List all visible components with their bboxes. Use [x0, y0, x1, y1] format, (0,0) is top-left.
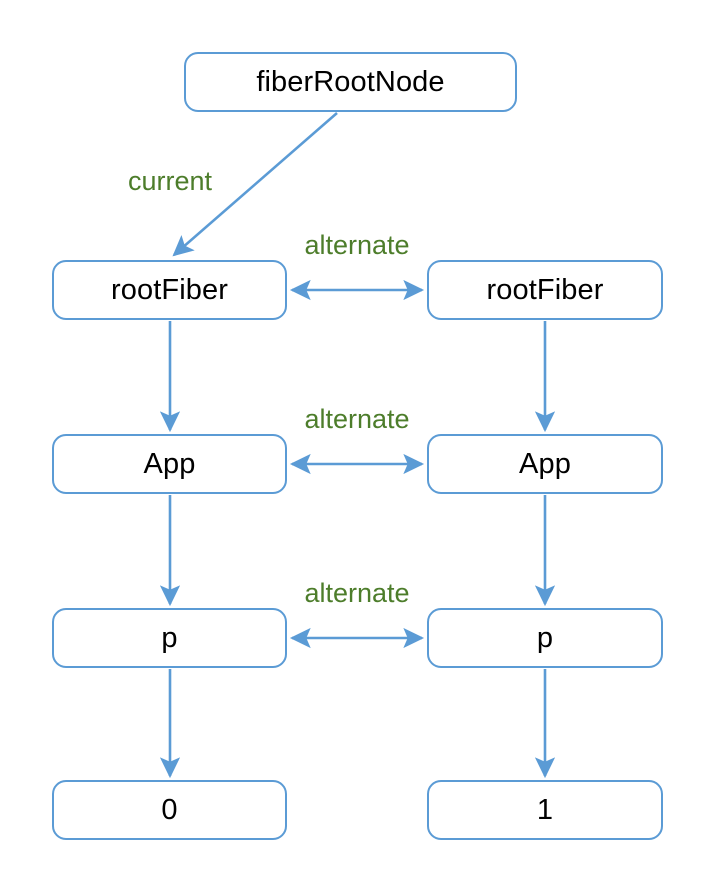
node-p-current-label: p: [161, 621, 178, 654]
node-text-zero[interactable]: 0: [52, 780, 287, 840]
node-text-one-label: 1: [536, 793, 554, 826]
node-app-workinprogress[interactable]: App: [427, 434, 663, 494]
node-app-current[interactable]: App: [52, 434, 287, 494]
edge-label-alternate-app: alternate: [304, 404, 410, 434]
edge-label-alternate-p: alternate: [304, 578, 410, 608]
node-fiber-root-node[interactable]: fiberRootNode: [184, 52, 517, 112]
node-root-fiber-current[interactable]: rootFiber: [52, 260, 287, 320]
node-root-fiber-workinprogress[interactable]: rootFiber: [427, 260, 663, 320]
edge-label-current: current: [127, 166, 213, 196]
edge-label-alternate-rootfiber: alternate: [304, 230, 410, 260]
node-fiber-root-node-label: fiberRootNode: [256, 65, 445, 98]
node-text-one[interactable]: 1: [427, 780, 663, 840]
node-root-fiber-current-label: rootFiber: [111, 273, 228, 306]
node-p-workinprogress[interactable]: p: [427, 608, 663, 668]
node-app-workinprogress-label: App: [519, 447, 571, 480]
edge-current-arrow: [172, 112, 338, 257]
node-p-current[interactable]: p: [52, 608, 287, 668]
node-p-workinprogress-label: p: [536, 621, 554, 654]
node-root-fiber-workinprogress-label: rootFiber: [486, 273, 604, 306]
node-app-current-label: App: [143, 447, 196, 480]
node-text-zero-label: 0: [161, 793, 178, 826]
